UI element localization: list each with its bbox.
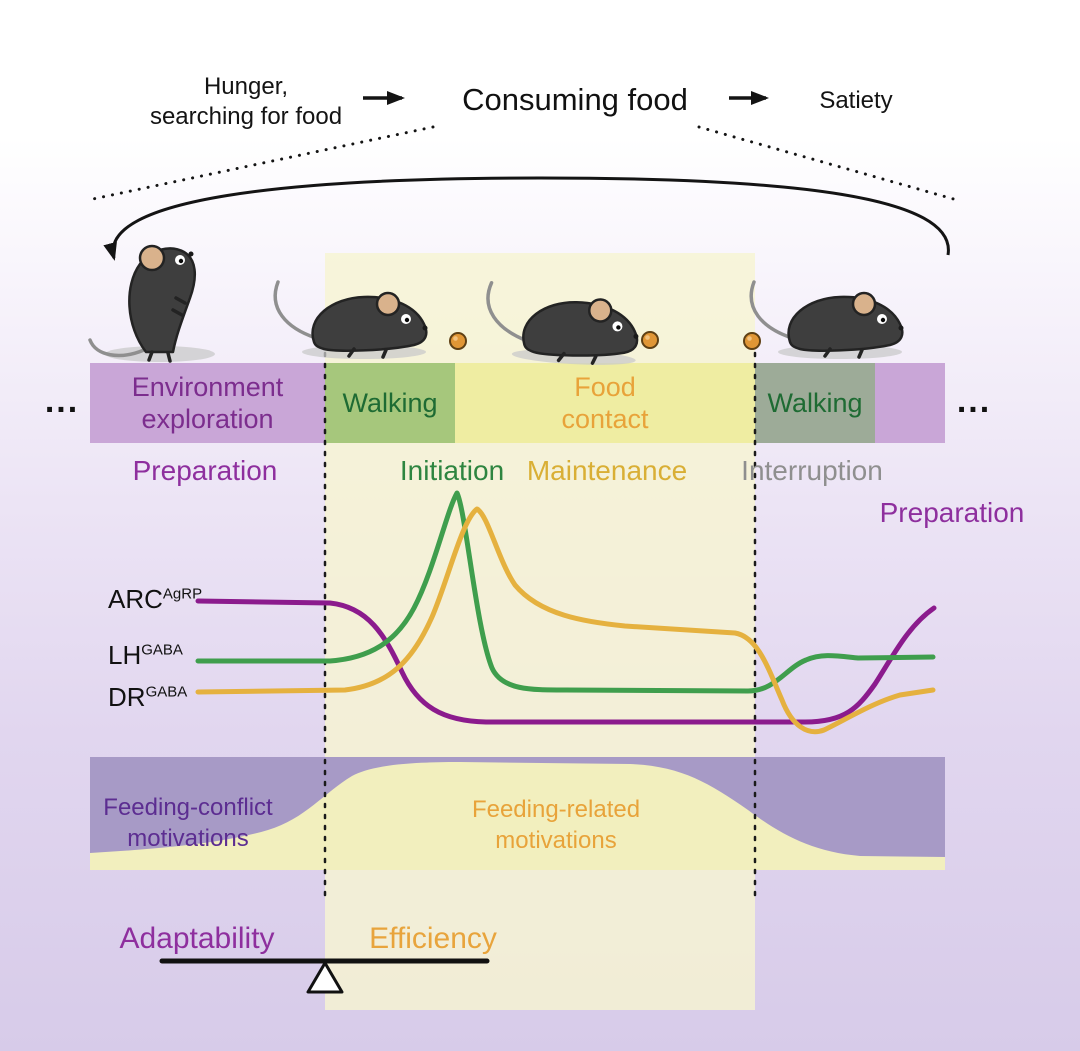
hunger-label-line1: Hunger, — [203, 73, 289, 100]
trace-label-arc-name: ARC — [108, 584, 163, 614]
balance-fulcrum — [306, 961, 344, 994]
efficiency-label: Efficiency — [369, 922, 497, 955]
mouse-walking-left — [273, 280, 430, 361]
trace-label-dr-sup: GABA — [145, 683, 188, 701]
hunger-label-line2: searching for food — [149, 103, 343, 130]
bar-segment-food-contact: Food contact — [455, 363, 755, 443]
arc-agrp-trace — [195, 598, 937, 725]
dotted-connector-right — [697, 125, 959, 202]
bar-label-food-contact: Food contact — [561, 371, 649, 434]
phase-label-maintenance: Maintenance — [526, 455, 688, 486]
phase-label-preparation-right: Preparation — [879, 497, 1025, 528]
mouse-walking-right — [749, 280, 906, 361]
phase-label-initiation: Initiation — [399, 455, 505, 486]
trace-label-lh-name: LH — [108, 640, 142, 670]
food-pellet-eating — [641, 331, 659, 349]
bar-label-environment-exploration: Environment exploration — [131, 371, 284, 434]
feeding-related-line1: Feeding-related — [471, 796, 641, 823]
feeding-related-line2: motivations — [495, 827, 617, 855]
feeding-conflict-line2: motivations — [127, 825, 249, 853]
trace-label-arc-sup: AgRP — [162, 585, 203, 603]
phase-label-preparation-left: Preparation — [132, 455, 278, 486]
behavior-cycle-arrow — [103, 176, 950, 261]
trace-label-lh-sup: GABA — [141, 641, 183, 659]
bar-segment-walking-left: Walking — [325, 363, 455, 443]
mouse-rearing — [88, 244, 217, 364]
bar-label-walking-left: Walking — [342, 387, 438, 418]
trace-label-dr-name: DR — [108, 682, 146, 712]
trace-label-arc-agrp: ARCAgRP — [108, 584, 202, 615]
feeding-conflict-line1: Feeding-conflict — [103, 794, 273, 821]
dotted-connector-left — [91, 125, 435, 201]
bar-segment-environment-exploration: Environment exploration — [90, 363, 325, 443]
phase-label-interruption: Interruption — [741, 455, 883, 486]
dr-gaba-trace — [195, 506, 936, 734]
trace-label-lh-gaba: LHGABA — [108, 640, 183, 671]
lh-gaba-trace — [195, 490, 936, 694]
feeding-related-area — [90, 762, 945, 870]
bar-segment-preparation-right — [875, 363, 945, 443]
consuming-food-label: Consuming food — [462, 82, 688, 117]
ellipsis-right: ... — [956, 382, 992, 420]
bar-label-walking-right: Walking — [767, 387, 863, 418]
food-pellet-left — [449, 332, 467, 350]
bar-segment-walking-right: Walking — [755, 363, 875, 443]
adaptability-label: Adaptability — [119, 922, 275, 955]
mouse-eating — [483, 280, 643, 370]
feeding-related-motivations-label: Feeding-related motivations — [472, 794, 640, 856]
hunger-label: Hunger, searching for food — [150, 72, 342, 132]
satiety-label: Satiety — [819, 87, 893, 114]
food-pellet-right — [743, 332, 761, 350]
feeding-conflict-motivations-label: Feeding-conflict motivations — [103, 792, 272, 854]
ellipsis-left: ... — [44, 382, 80, 420]
trace-label-dr-gaba: DRGABA — [108, 682, 187, 713]
